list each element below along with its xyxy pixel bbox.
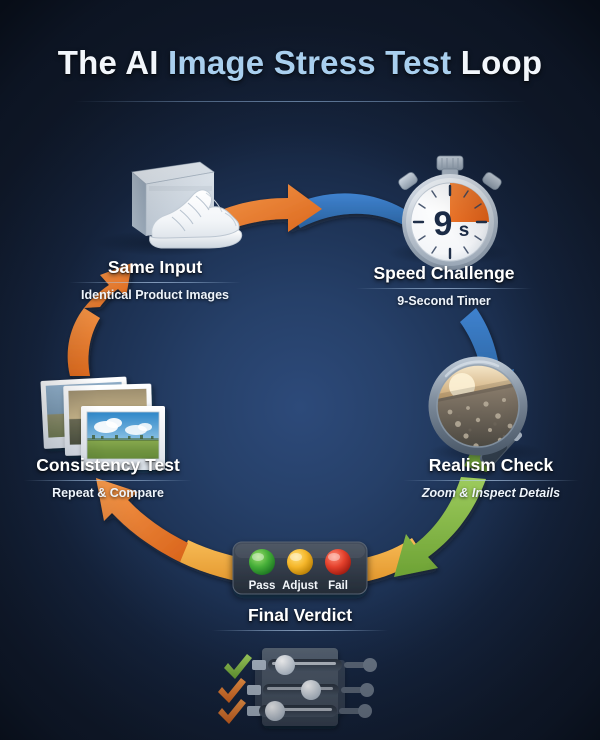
verdict-lamp-adjust	[287, 549, 313, 575]
settings-row-3	[218, 699, 372, 724]
node-title-final-verdict: Final Verdict	[247, 605, 353, 625]
node-subtitle-realism-check: Zoom & Inspect Details	[421, 486, 561, 501]
node-title-same-input: Same Input	[107, 257, 203, 277]
node-label-speed-challenge: Speed Challenge 9-Second Timer	[338, 263, 550, 309]
verdict-label-pass: Pass	[249, 580, 276, 592]
settings-row-1	[224, 654, 377, 679]
node-subtitle-same-input: Identical Product Images	[81, 288, 229, 303]
node-title-realism-check: Realism Check	[428, 455, 554, 475]
node-label-same-input: Same Input Identical Product Images	[50, 257, 260, 303]
page-title-part1: The AI	[57, 44, 168, 81]
stopwatch-unit: s	[459, 220, 470, 241]
verdict-label-adjust: Adjust	[282, 580, 318, 592]
node-divider-realism-check	[403, 480, 579, 482]
node-title-speed-challenge: Speed Challenge	[373, 263, 515, 283]
title-divider	[74, 101, 526, 102]
page-title-part2: Loop	[451, 44, 543, 81]
arrow-consistency-to-same-input	[67, 263, 132, 376]
verdict-lamp-pass	[249, 549, 275, 575]
page-title: The AI Image Stress Test Loop	[0, 44, 600, 82]
node-label-consistency-test: Consistency Test Repeat & Compare	[8, 455, 208, 501]
verdict-lamp-fail	[325, 549, 351, 575]
node-divider-consistency-test	[24, 480, 192, 482]
node-subtitle-speed-challenge: 9-Second Timer	[397, 294, 491, 309]
node-divider-speed-challenge	[356, 288, 532, 290]
node-subtitle-consistency-test: Repeat & Compare	[52, 486, 164, 501]
node-divider-same-input	[69, 282, 241, 284]
node-label-realism-check: Realism Check Zoom & Inspect Details	[390, 455, 592, 501]
node-label-final-verdict: Final Verdict	[200, 605, 400, 636]
verdict-label-fail: Fail	[328, 580, 348, 592]
stopwatch-value: 9	[434, 205, 453, 243]
node-divider-final-verdict	[212, 630, 388, 632]
settings-row-2	[218, 678, 374, 703]
page-title-accent: Image Stress Test	[167, 44, 452, 81]
node-title-consistency-test: Consistency Test	[36, 455, 180, 475]
